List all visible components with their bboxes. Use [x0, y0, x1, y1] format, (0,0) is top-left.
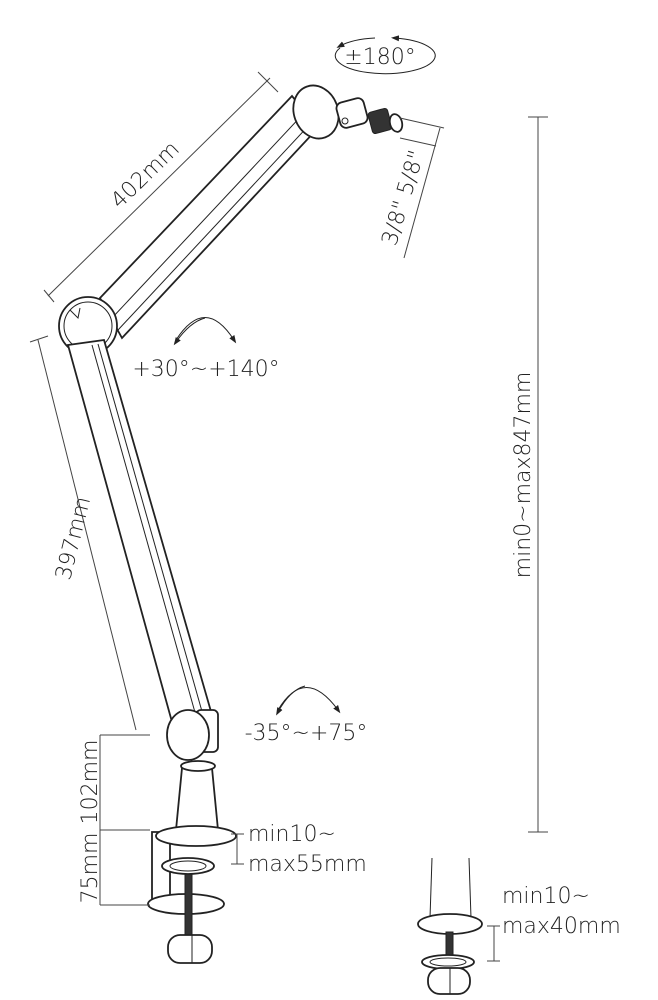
upper-arm — [98, 84, 404, 340]
clamp-range-line1: min10~ — [248, 822, 336, 847]
pole-height-label: 102mm — [78, 740, 103, 825]
elbow-angle-label: +30°~+140° — [132, 357, 279, 382]
clamp-range-line2: max55mm — [248, 852, 367, 877]
total-height-dimension: min0~max847mm — [511, 116, 548, 833]
base-joint — [166, 709, 219, 831]
desk-clamp — [147, 825, 237, 964]
elbow-angle-indicator: +30°~+140° — [132, 317, 280, 382]
lower-arm — [66, 339, 214, 724]
mount-rotation-indicator: ±180° — [334, 35, 436, 75]
lower-arm-length-label: 397mm — [51, 494, 96, 582]
pole-clamp-dimensions: 102mm 75mm — [78, 734, 150, 906]
base-angle-indicator: -35°~+75° — [245, 685, 368, 746]
grommet-range-dimension: min10~ max40mm — [487, 884, 621, 962]
clamp-range-dimension: min10~ max55mm — [231, 822, 367, 877]
thread-dimension: 3/8" 5/8" — [377, 117, 445, 259]
clamp-height-label: 75mm — [78, 833, 103, 904]
upper-arm-length-label: 402mm — [106, 137, 184, 214]
thread-sizes-label: 3/8" 5/8" — [377, 148, 430, 249]
grommet-range-line1: min10~ — [502, 884, 590, 909]
grommet-mount — [417, 857, 483, 995]
base-angle-label: -35°~+75° — [245, 721, 368, 746]
total-height-label: min0~max847mm — [511, 372, 536, 579]
mount-rotation-label: ±180° — [344, 45, 415, 70]
grommet-range-line2: max40mm — [502, 914, 621, 939]
